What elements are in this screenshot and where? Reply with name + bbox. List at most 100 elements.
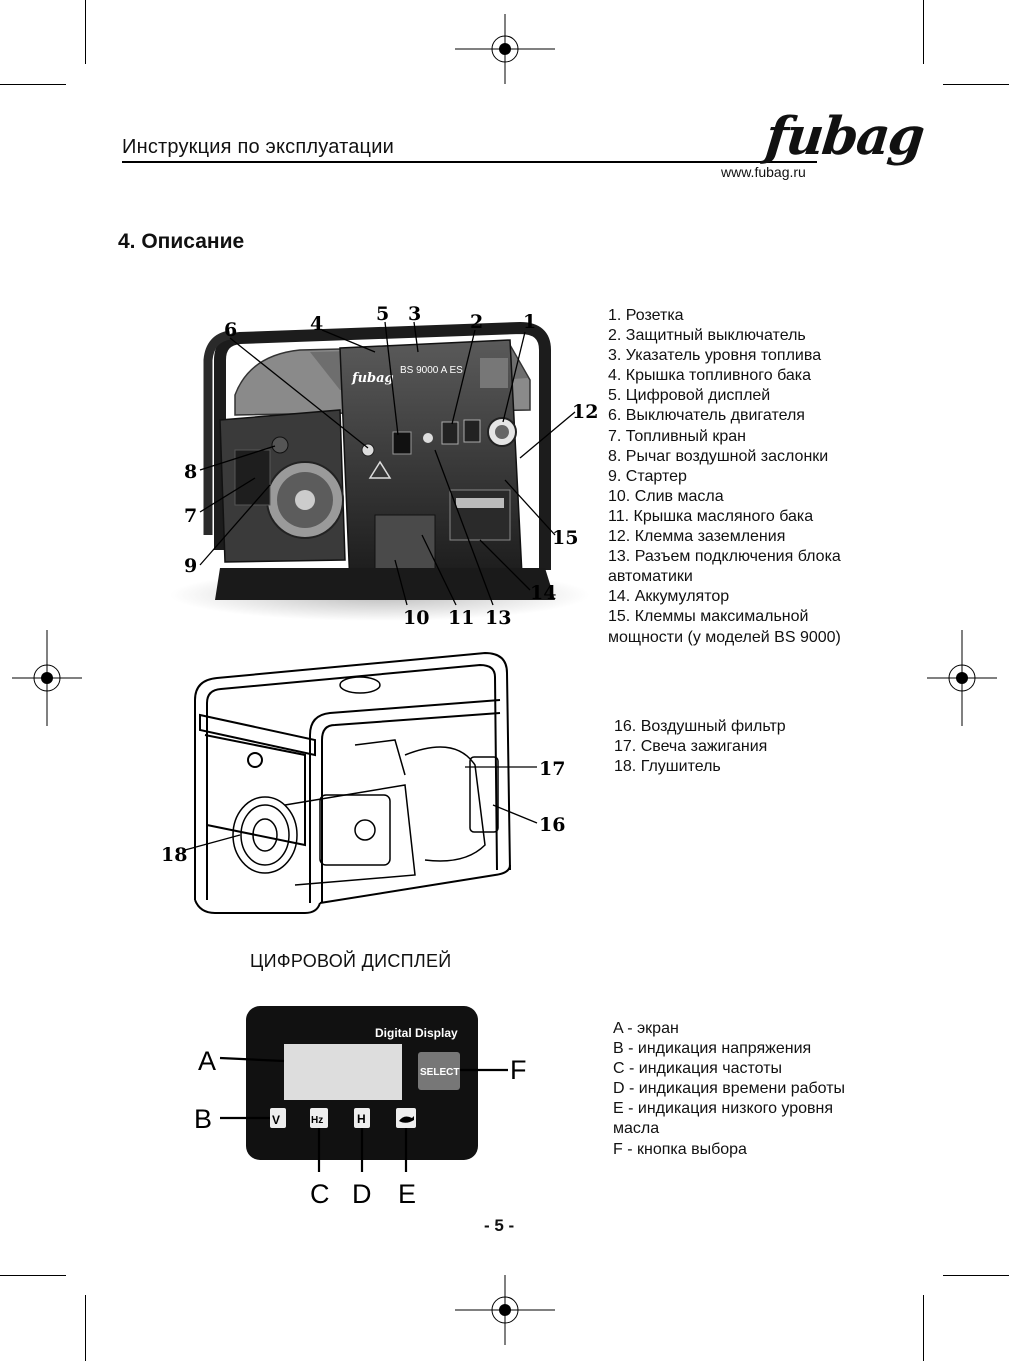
callout-10: 10 — [403, 607, 429, 629]
callout-5: 5 — [376, 303, 389, 325]
voltage-indicator — [270, 1108, 286, 1128]
header-rule — [122, 161, 817, 163]
list-item: F - кнопка выбора — [613, 1140, 747, 1158]
base-frame — [215, 568, 555, 600]
registration-mark-right — [927, 630, 997, 726]
callout-12-label: 12 — [572, 401, 598, 423]
callout-11: 11 — [448, 607, 474, 629]
air-filter-cover — [234, 449, 271, 506]
list-item: 4. Крышка топливного бака — [608, 367, 812, 385]
crop-mark — [0, 1275, 66, 1276]
generator-front-illustration: fubag BS 9000 A ES 1 2 3 4 5 — [170, 303, 598, 629]
callout-16: 16 — [539, 814, 565, 836]
generator-rear-line-drawing: 16 17 18 — [161, 651, 565, 914]
panel-label: Digital Display — [375, 1026, 458, 1040]
frequency-indicator — [310, 1108, 328, 1128]
label-b: B — [194, 1104, 212, 1134]
list-item: 18. Глушитель — [614, 758, 721, 776]
crop-mark — [0, 84, 66, 85]
registration-mark-bottom — [455, 1275, 555, 1345]
hours-indicator — [354, 1108, 370, 1128]
label-c: C — [310, 1179, 330, 1209]
display-legend: A - экран B - индикация напряжения C - и… — [613, 1019, 845, 1160]
label-d: D — [352, 1179, 372, 1209]
list-item: 12. Клемма заземления — [608, 528, 786, 546]
list-item: 1. Розетка — [608, 307, 684, 324]
list-item: 14. Аккумулятор — [608, 588, 730, 606]
select-button-label: SELECT — [420, 1067, 459, 1078]
page-number: - 5 - — [484, 1216, 515, 1235]
brand-logo: fubag — [762, 106, 926, 167]
callout-14: 14 — [530, 582, 556, 604]
list-item: C - индикация частоты — [613, 1060, 783, 1078]
parts-list-2: 16. Воздушный фильтр 17. Свеча зажигания… — [614, 717, 786, 777]
list-item: 7. Топливный кран — [608, 427, 746, 445]
callout-9: 9 — [184, 555, 197, 577]
digital-display-diagram: Digital Display SELECT V Hz H A B C D E … — [194, 1006, 527, 1209]
list-item: A - экран — [613, 1020, 679, 1037]
list-item: 2. Защитный выключатель — [608, 327, 806, 345]
parts-list-1: 1. Розетка 2. Защитный выключатель 3. Ук… — [608, 306, 841, 648]
callout-6: 6 — [224, 319, 237, 341]
callout-4: 4 — [310, 313, 323, 335]
spec-plate — [480, 358, 508, 388]
svg-text:V: V — [272, 1113, 280, 1127]
callout-8: 8 — [184, 461, 197, 483]
callout-1: 1 — [523, 311, 536, 333]
list-item: 9. Стартер — [608, 467, 687, 485]
document-title: Инструкция по эксплуатации — [122, 136, 394, 158]
list-item: 3. Указатель уровня топлива — [608, 347, 822, 365]
label-a: A — [198, 1046, 216, 1076]
breaker — [441, 421, 459, 445]
digital-display-unit — [392, 431, 412, 455]
muffler-outline — [232, 796, 298, 874]
list-item: 17. Свеча зажигания — [614, 738, 768, 756]
select-button — [418, 1052, 460, 1090]
list-item: 8. Рычаг воздушной заслонки — [608, 447, 829, 465]
list-item: 13. Разъем подключения блока — [608, 548, 841, 566]
label-e: E — [398, 1179, 416, 1209]
callout-18: 18 — [161, 844, 187, 866]
callout-7: 7 — [184, 505, 197, 527]
frame-outline — [194, 651, 511, 900]
callout-15: 15 — [552, 527, 578, 549]
crop-mark — [923, 0, 924, 64]
callout-17: 17 — [539, 758, 565, 780]
engine-switch-knob — [361, 443, 375, 457]
crop-mark — [85, 0, 86, 64]
list-item: мощности (у моделей BS 9000) — [608, 628, 841, 646]
svg-text:H: H — [357, 1112, 366, 1126]
svg-text:Hz: Hz — [311, 1115, 323, 1126]
crop-mark — [943, 1275, 1009, 1276]
label-f: F — [510, 1055, 527, 1085]
crop-mark — [923, 1295, 924, 1361]
list-item: E - индикация низкого уровня — [613, 1100, 834, 1118]
section-heading: 4. Описание — [118, 230, 245, 253]
list-item: 6. Выключатель двигателя — [608, 407, 805, 425]
digital-display-heading: ЦИФРОВОЙ ДИСПЛЕЙ — [250, 951, 452, 971]
callout-13: 13 — [485, 607, 511, 629]
screen-area — [284, 1044, 402, 1100]
website-url[interactable]: www.fubag.ru — [721, 164, 806, 180]
crop-mark — [943, 84, 1009, 85]
list-item: автоматики — [608, 568, 693, 586]
panel-brand: fubag — [351, 371, 394, 386]
list-item: масла — [613, 1120, 660, 1138]
panel-model: BS 9000 A ES — [400, 365, 463, 376]
registration-mark-left — [12, 630, 82, 726]
frame-tube — [214, 321, 551, 570]
list-item: D - индикация времени работы — [613, 1080, 846, 1098]
list-item: B - индикация напряжения — [613, 1040, 812, 1058]
choke-lever — [271, 436, 289, 454]
oil-can-icon — [399, 1116, 414, 1123]
list-item: 15. Клеммы максимальной — [608, 608, 809, 626]
list-item: 11. Крышка масляного бака — [608, 507, 814, 525]
list-item: 5. Цифровой дисплей — [608, 387, 771, 405]
registration-mark-top — [455, 14, 555, 84]
crop-mark — [85, 1295, 86, 1361]
callout-2: 2 — [470, 311, 483, 333]
air-filter-outline — [469, 756, 499, 833]
callout-3: 3 — [408, 303, 421, 325]
list-item: 10. Слив масла — [608, 487, 724, 505]
list-item: 16. Воздушный фильтр — [614, 718, 786, 735]
